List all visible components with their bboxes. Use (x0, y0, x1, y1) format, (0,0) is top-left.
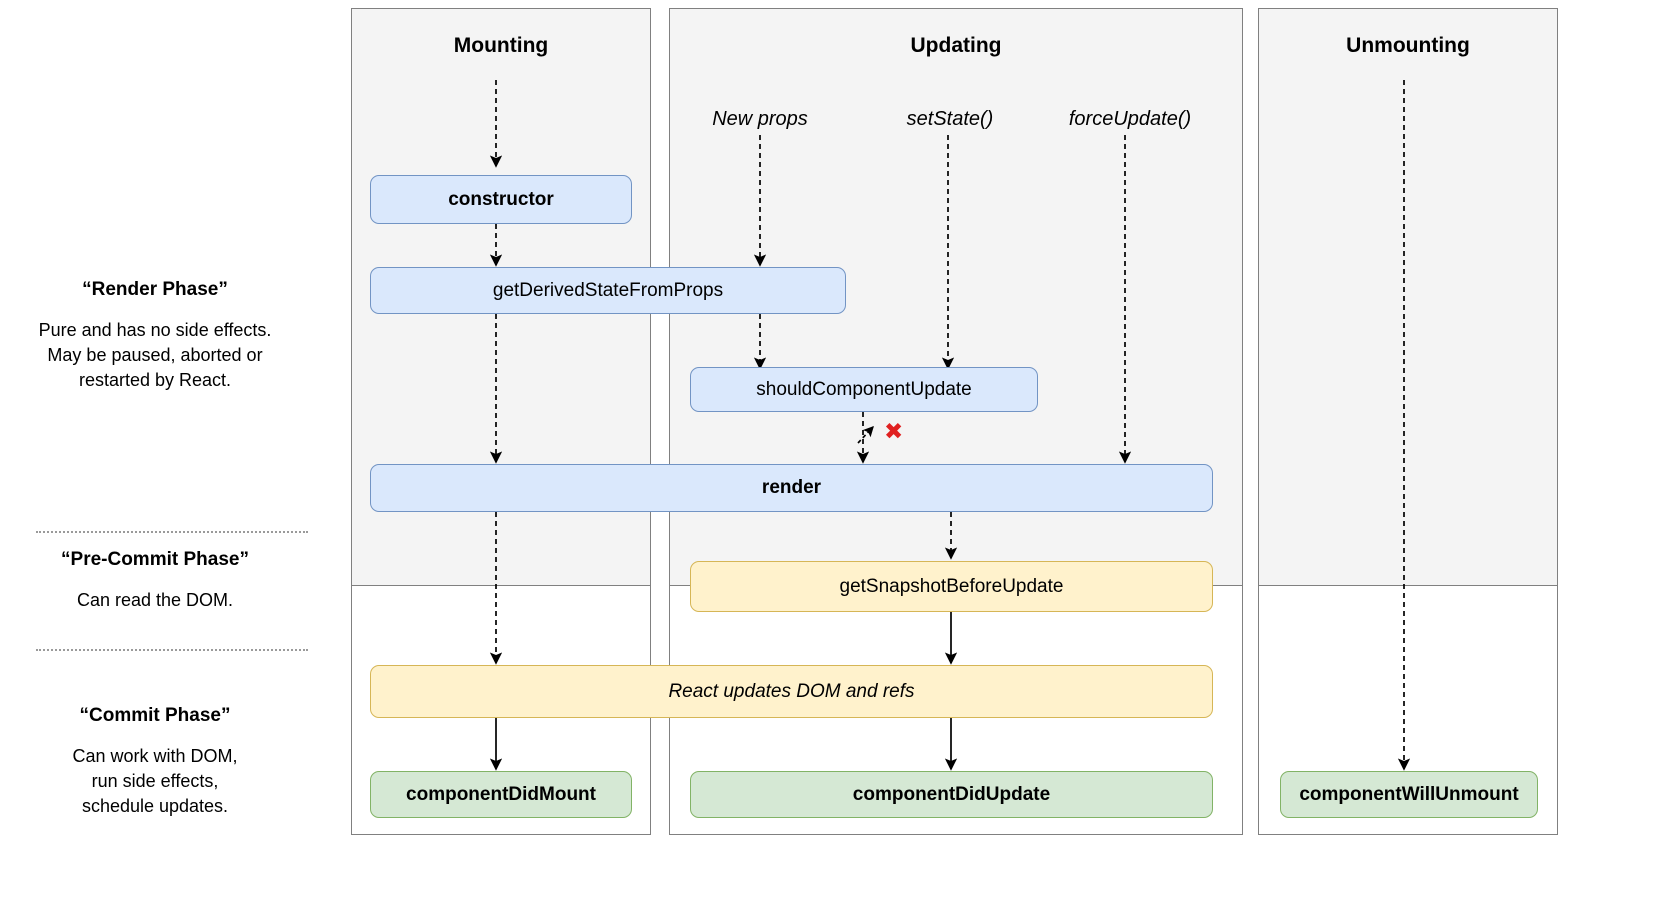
node-should-component-update[interactable]: shouldComponentUpdate (690, 367, 1038, 412)
lane-updating-title: Updating (910, 34, 1002, 57)
phase-commit-title: “Commit Phase” (79, 705, 231, 726)
phase-render-description: Pure and has no side effects. May be pau… (38, 320, 272, 390)
phase-pre-commit-description: Can read the DOM. (76, 590, 234, 610)
node-render[interactable]: render (370, 464, 1213, 512)
lane-mounting-title: Mounting (453, 34, 549, 57)
node-component-will-unmount[interactable]: componentWillUnmount (1280, 771, 1538, 818)
node-get-derived-state-from-props[interactable]: getDerivedStateFromProps (370, 267, 846, 314)
node-react-updates-dom-and-refs[interactable]: React updates DOM and refs (370, 665, 1213, 718)
lane-unmounting-render-region (1258, 8, 1558, 586)
lane-unmounting-title: Unmounting (1346, 34, 1470, 57)
node-constructor[interactable]: constructor (370, 175, 632, 224)
node-component-did-mount[interactable]: componentDidMount (370, 771, 632, 818)
phase-commit-description: Can work with DOM, run side effects, sch… (72, 746, 238, 816)
node-get-snapshot-before-update[interactable]: getSnapshotBeforeUpdate (690, 561, 1213, 612)
phase-divider-bottom (36, 649, 308, 651)
trigger-force-update: forceUpdate() (1068, 108, 1192, 130)
phase-render-title: “Render Phase” (82, 279, 228, 300)
phase-commit: “Commit Phase” Can work with DOM, run si… (0, 704, 310, 819)
trigger-set-state: setState() (906, 108, 994, 130)
phase-divider-top (36, 531, 308, 533)
phase-render: “Render Phase” Pure and has no side effe… (0, 278, 310, 393)
skip-render-x-icon: ✖ (884, 419, 904, 445)
phase-pre-commit: “Pre-Commit Phase” Can read the DOM. (0, 548, 310, 613)
phase-pre-commit-title: “Pre-Commit Phase” (61, 549, 249, 570)
trigger-new-props: New props (712, 108, 808, 130)
node-component-did-update[interactable]: componentDidUpdate (690, 771, 1213, 818)
